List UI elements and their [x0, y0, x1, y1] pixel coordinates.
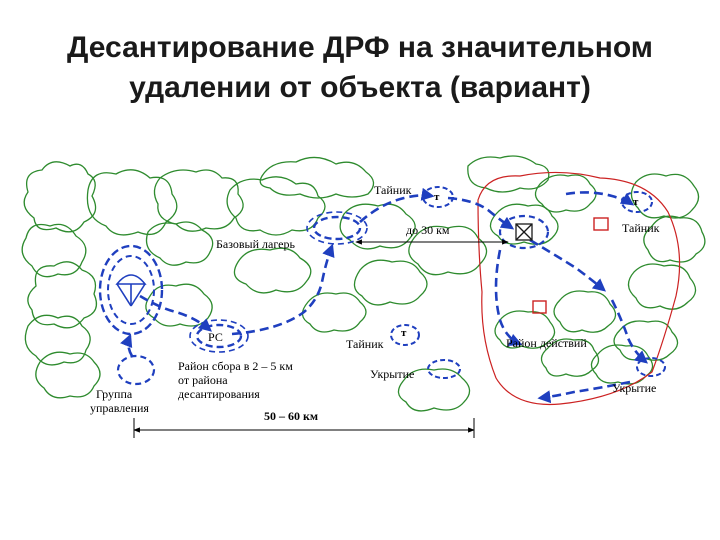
landing-zone-inner-ring	[107, 255, 155, 325]
route-into-area	[529, 238, 606, 292]
forest-area	[233, 247, 312, 294]
label-assembly-area-2: от района	[178, 373, 228, 387]
cache-mark-mid: т	[401, 327, 407, 339]
route-to-shelter-right	[537, 380, 631, 404]
label-shelter-mid: Укрытие	[370, 367, 414, 381]
forest-area	[339, 203, 416, 250]
cache-marker-mid	[390, 324, 420, 346]
forest-area	[613, 320, 679, 361]
forest-area	[86, 169, 178, 236]
route-object-loop	[494, 249, 523, 346]
route-rs-to-base-camp	[231, 243, 335, 336]
forest-area	[301, 292, 367, 333]
enemy-post-marker	[593, 217, 609, 231]
forest-area	[534, 174, 597, 213]
forest-area	[21, 223, 87, 278]
forest-area	[353, 259, 428, 306]
label-control-group-2: управления	[90, 401, 149, 415]
label-base-camp: Базовый лагерь	[216, 237, 295, 251]
enemy-post-marker	[532, 300, 547, 314]
parachute-icon	[115, 274, 147, 307]
title-line-2: удалении от объекта (вариант)	[129, 71, 591, 104]
forest-area	[145, 221, 214, 266]
forest-area	[489, 203, 559, 245]
label-assembly-area-1: Район сбора в 2 – 5 км	[178, 359, 293, 373]
forest-area	[553, 290, 617, 333]
forest-area	[643, 215, 706, 263]
forest-area	[153, 169, 244, 232]
control-group-marker	[116, 354, 156, 386]
assembly-point-rs	[189, 319, 249, 353]
label-rs: РС	[208, 330, 223, 344]
target-object-marker	[498, 214, 550, 250]
landing-zone-outer-ring	[98, 244, 164, 336]
label-assembly-area-3: десантирования	[178, 387, 260, 401]
forest-area	[397, 368, 471, 412]
route-top-right	[565, 191, 635, 206]
forest-area	[35, 351, 101, 399]
label-operation-area: Район действий	[506, 336, 587, 350]
label-shelter-right: Укрытие	[612, 381, 656, 395]
forest-area	[23, 161, 97, 233]
cache-marker-right	[621, 191, 653, 213]
forest-area	[226, 176, 326, 236]
forest-areas	[21, 155, 706, 412]
title-line-1: Десантирование ДРФ на значительном	[67, 31, 653, 64]
route-area-down	[610, 299, 648, 364]
label-control-group-1: Группа	[96, 387, 133, 401]
forest-area	[630, 173, 700, 219]
shelter-marker-right	[636, 357, 666, 377]
base-camp-marker	[306, 211, 368, 245]
landing-zone	[98, 244, 164, 336]
label-cache-mid: Тайник	[346, 337, 384, 351]
forest-area	[467, 155, 550, 193]
route-base-to-cache	[359, 187, 435, 223]
forest-area	[27, 261, 98, 329]
forest-area	[627, 263, 697, 310]
cache-mark-top: т	[434, 191, 440, 203]
page-title: Десантирование ДРФ на значительном удале…	[0, 28, 720, 108]
forest-area	[540, 338, 600, 377]
cache-mark-right: т	[633, 196, 639, 208]
route-control-group	[120, 333, 134, 357]
forest-area	[24, 314, 91, 366]
label-up-to-30: до 30 км	[406, 223, 450, 237]
label-distance-50-60: 50 – 60 км	[264, 409, 318, 423]
forest-area	[494, 310, 556, 349]
label-cache-top: Тайник	[374, 183, 412, 197]
cache-marker-top	[422, 186, 454, 208]
label-cache-right: Тайник	[622, 221, 660, 235]
forest-area	[259, 156, 375, 199]
operation-area-border	[477, 171, 681, 406]
shelter-marker-mid	[427, 359, 461, 379]
